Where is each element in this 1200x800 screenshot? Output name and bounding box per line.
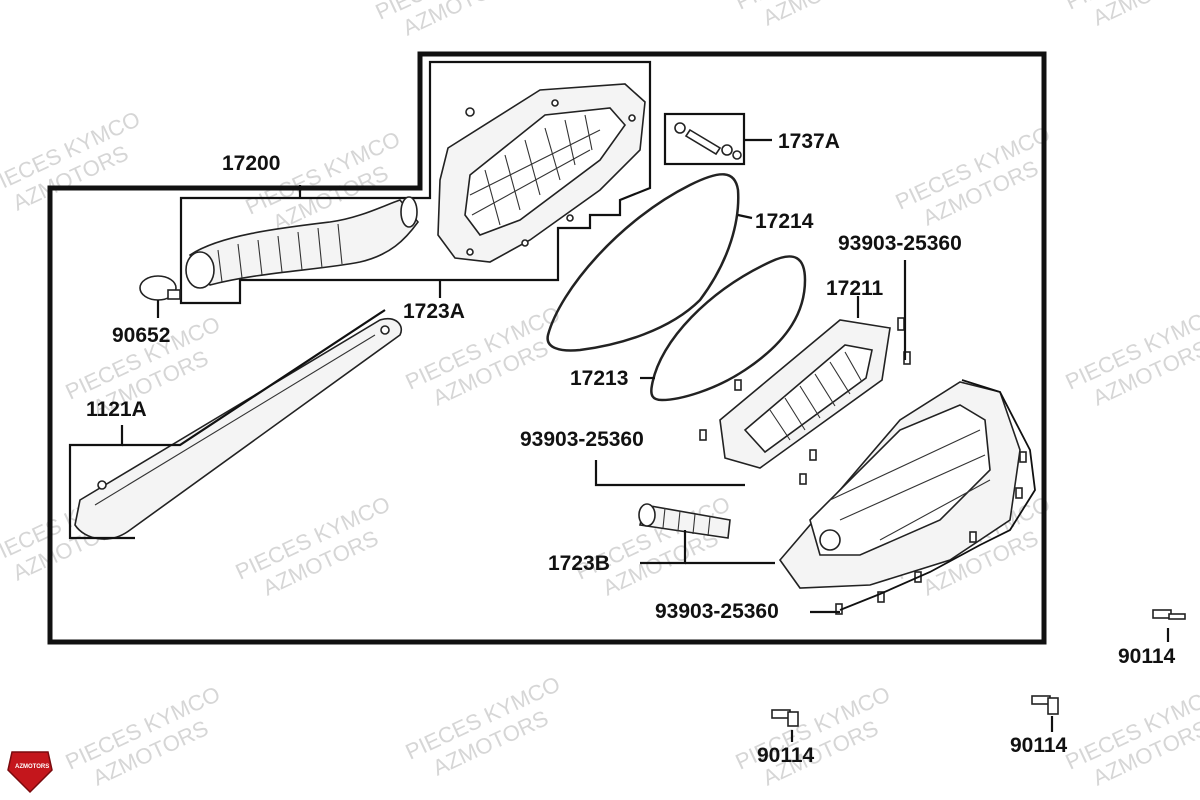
air-cleaner-case: [437, 83, 646, 263]
hose-clamp: [139, 275, 181, 301]
bolt-90114-mid: [771, 709, 799, 727]
label-17200: 17200: [222, 152, 280, 175]
bolt-90114-bottom: [1031, 695, 1059, 715]
part-labels: 17200 1723A 90652 1121A 1737A 17214 9390…: [86, 130, 1176, 767]
bolt-90114-right: [1152, 609, 1186, 620]
label-93903-mid: 93903-25360: [520, 428, 644, 451]
group-outline-17200: [179, 60, 652, 305]
intake-snorkel: [638, 503, 731, 539]
label-90114-right: 90114: [1118, 645, 1176, 668]
label-1737A: 1737A: [778, 130, 840, 153]
label-17214: 17214: [755, 210, 814, 233]
screw-set: [699, 317, 1027, 615]
air-filter-element: [719, 319, 891, 469]
label-1723B: 1723B: [548, 552, 610, 575]
seal-17213: [650, 255, 807, 402]
watermark-text: AZMOTORS: [759, 0, 882, 30]
label-1723A: 1723A: [403, 300, 465, 323]
label-93903-bottom: 93903-25360: [655, 600, 779, 623]
air-cleaner-cover: [778, 381, 1021, 589]
drain-hose: [74, 317, 402, 540]
leader-lines: [68, 138, 1170, 742]
label-1121A: 1121A: [86, 398, 147, 421]
label-17213: 17213: [570, 367, 628, 390]
azmotors-logo: AZMOTORS: [7, 751, 53, 794]
label-90114-bottom: 90114: [1010, 734, 1068, 757]
label-93903-top: 93903-25360: [838, 232, 962, 255]
label-90652: 90652: [112, 324, 170, 347]
label-90114-mid: 90114: [757, 744, 815, 767]
label-17211: 17211: [826, 277, 884, 300]
inlet-duct: [185, 196, 420, 289]
breather-hose-set: [674, 122, 742, 160]
logo-text: AZMOTORS: [15, 764, 49, 770]
gasket-17214: [546, 173, 740, 352]
watermark-text: AZMOTORS: [1089, 0, 1200, 30]
assembly-outline: [47, 51, 1047, 645]
